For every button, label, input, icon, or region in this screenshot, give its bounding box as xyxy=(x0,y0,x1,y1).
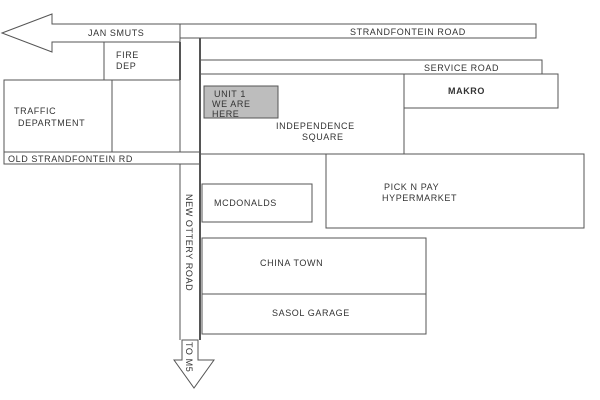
makro-label: MAKRO xyxy=(448,86,485,96)
sasol-garage-block xyxy=(201,293,427,335)
mcdonalds-block xyxy=(201,183,313,223)
unit-label-3: HERE xyxy=(212,109,239,119)
to-m5-label: TO M5 xyxy=(184,342,194,372)
mcdonalds-label: MCDONALDS xyxy=(214,198,277,208)
traffic-label-2: DEPARTMENT xyxy=(18,118,85,128)
service-road-label: SERVICE ROAD xyxy=(424,63,499,73)
pick-n-pay-block xyxy=(325,153,585,229)
old-strandfontein-label: OLD STRANDFONTEIN RD xyxy=(8,154,133,164)
independence-label-1: INDEPENDENCE xyxy=(276,121,355,131)
traffic-label-1: TRAFFIC xyxy=(14,106,56,116)
traffic-department xyxy=(3,79,181,153)
sasol-label: SASOL GARAGE xyxy=(272,308,350,318)
unit-label-1: UNIT 1 xyxy=(214,89,246,99)
pnp-label-1: PICK N PAY xyxy=(384,182,439,192)
china-town-label: CHINA TOWN xyxy=(260,258,323,268)
unit-label-2: WE ARE xyxy=(212,99,251,109)
new-ottery-label: NEW OTTERY ROAD xyxy=(184,194,194,291)
independence-label-2: SQUARE xyxy=(302,132,344,142)
fire-dep-label-2: DEP xyxy=(116,61,136,71)
jan-smuts-label: JAN SMUTS xyxy=(88,28,144,38)
unit-1-highlight xyxy=(203,85,279,119)
fire-dep-label-1: FIRE xyxy=(116,50,139,60)
strandfontein-road xyxy=(179,23,537,39)
to-m5-arrow xyxy=(173,339,215,389)
pnp-label-2: HYPERMARKET xyxy=(382,193,457,203)
strandfontein-road-label: STRANDFONTEIN ROAD xyxy=(350,27,466,37)
